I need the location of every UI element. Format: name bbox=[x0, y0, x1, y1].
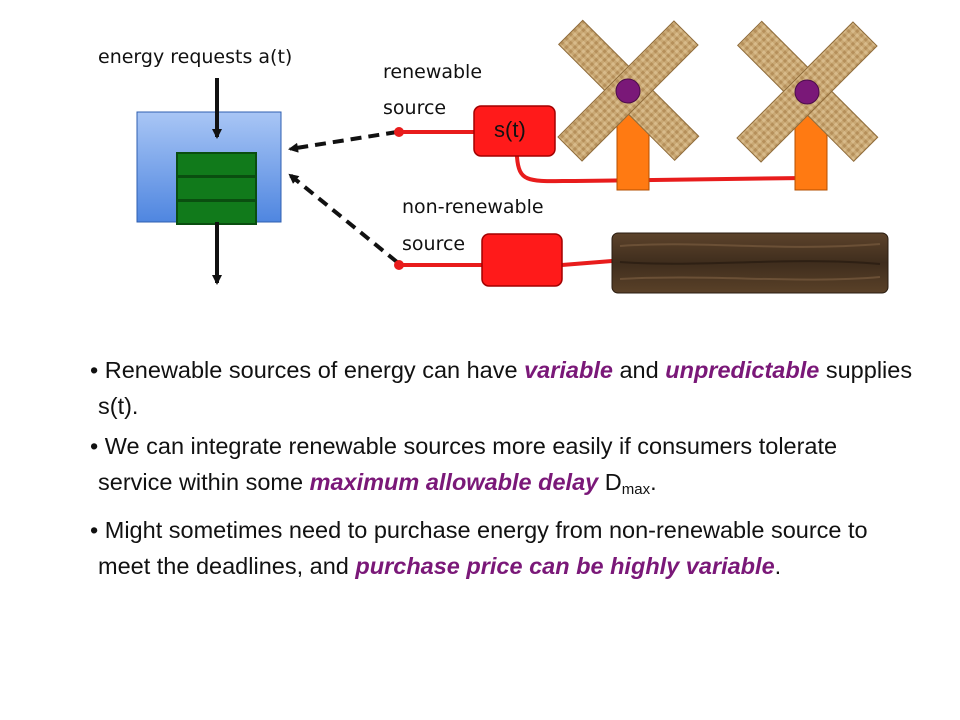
nonrenewable-supply-arrow bbox=[288, 173, 399, 264]
windmill-wire bbox=[515, 155, 807, 184]
energy-requests-label: energy requests a(t) bbox=[98, 46, 293, 68]
bullet-marker: • bbox=[90, 433, 99, 459]
queue-slot-1 bbox=[176, 152, 257, 177]
queue-buffer bbox=[136, 111, 282, 225]
renewable-source-box bbox=[473, 105, 556, 157]
nonrenewable-node bbox=[394, 260, 404, 270]
bullet-1: • Renewable sources of energy can have v… bbox=[90, 357, 913, 419]
renewable-supply-arrow bbox=[288, 130, 398, 153]
renewable-label-line2: source bbox=[383, 97, 447, 119]
windmill-icon bbox=[557, 19, 700, 191]
bullet-marker: • bbox=[90, 517, 99, 543]
bullet-3: • Might sometimes need to purchase energ… bbox=[90, 517, 868, 579]
bullet-marker: • bbox=[90, 357, 99, 383]
bullet-list: • Renewable sources of energy can have v… bbox=[90, 352, 918, 588]
renewable-node bbox=[394, 127, 404, 137]
supply-label: s(t) bbox=[494, 117, 526, 142]
wood-log-icon bbox=[611, 232, 889, 294]
energy-diagram bbox=[136, 19, 889, 294]
nonrenewable-label-line1: non-renewable bbox=[402, 196, 544, 218]
wood-wire bbox=[560, 259, 614, 267]
windmill-icon bbox=[736, 20, 879, 191]
bullet-2: • We can integrate renewable sources mor… bbox=[90, 433, 838, 498]
renewable-label-line1: renewable bbox=[383, 61, 483, 83]
nonrenewable-source-box bbox=[481, 233, 563, 287]
queue-slot-3 bbox=[176, 200, 257, 225]
queue-slot-2 bbox=[176, 176, 257, 201]
nonrenewable-label-line2: source bbox=[402, 233, 466, 255]
